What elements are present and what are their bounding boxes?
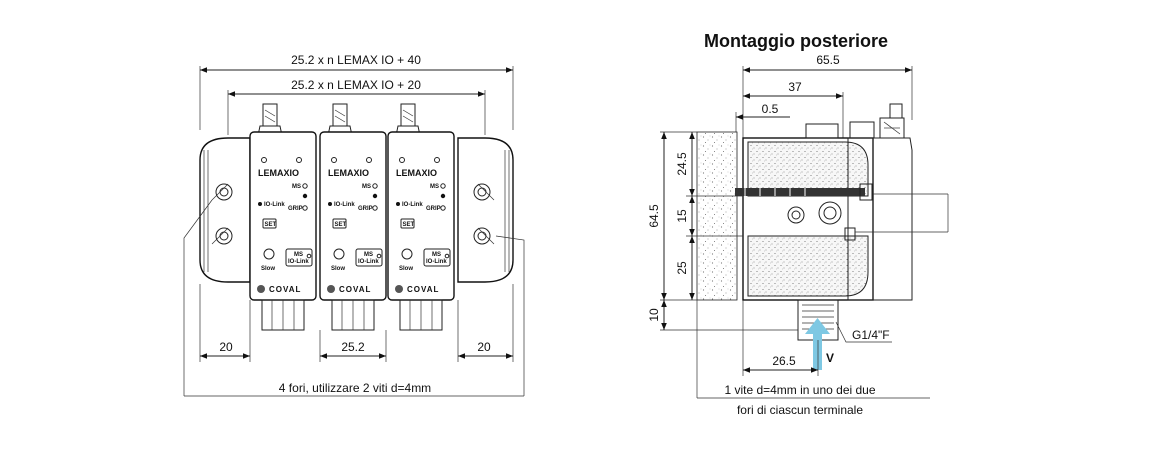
svg-text:GRIP: GRIP: [288, 206, 303, 212]
svg-text:SET: SET: [335, 222, 347, 228]
module-2: LEMAXIO MS GRIP IO-Link SET Slow MS IO-L…: [319, 103, 387, 331]
flow-label: V: [826, 351, 834, 365]
svg-text:LEMAXIO: LEMAXIO: [328, 168, 369, 178]
dim-37: 37: [788, 80, 802, 94]
svg-text:SET: SET: [403, 222, 415, 228]
svg-text:MS: MS: [364, 252, 373, 258]
dim-top-outer: 25.2 x n LEMAX IO + 40: [291, 53, 421, 67]
svg-text:Slow: Slow: [261, 266, 275, 272]
end-block-right: [457, 137, 514, 283]
dim-pitch: 25.2: [341, 340, 365, 354]
svg-text:MS: MS: [362, 184, 371, 190]
thread-label: G1/4"F: [852, 328, 890, 342]
svg-text:IO-Link: IO-Link: [288, 259, 309, 265]
svg-text:MS: MS: [430, 184, 439, 190]
rear-note-line1: 1 vite d=4mm in uno dei due: [724, 383, 875, 397]
dim-left: 20: [219, 340, 233, 354]
dim-10: 10: [647, 308, 661, 322]
dim-width: 65.5: [816, 53, 840, 67]
rear-view: Montaggio posteriore 65.5 37 0.5: [647, 31, 949, 417]
svg-text:IO-Link: IO-Link: [402, 202, 423, 208]
flow-arrow-icon: [805, 318, 830, 370]
svg-text:IO-Link: IO-Link: [426, 259, 447, 265]
dim-0-5: 0.5: [762, 102, 779, 116]
svg-text:GRIP: GRIP: [358, 206, 373, 212]
module-3: LEMAXIO MS GRIP IO-Link SET Slow MS IO-L…: [387, 103, 455, 331]
svg-text:LEMAXIO: LEMAXIO: [396, 168, 437, 178]
module-brand: LEMAXIO: [258, 168, 299, 178]
dim-top-inner: 25.2 x n LEMAX IO + 20: [291, 78, 421, 92]
dim-right: 20: [477, 340, 491, 354]
rear-view-title: Montaggio posteriore: [704, 31, 888, 51]
svg-text:MS: MS: [292, 184, 301, 190]
svg-text:IO-Link: IO-Link: [334, 202, 355, 208]
dim-24-5: 24.5: [675, 152, 689, 176]
svg-text:COVAL: COVAL: [269, 285, 301, 294]
svg-text:SET: SET: [265, 222, 277, 228]
svg-text:IO-Link: IO-Link: [264, 202, 285, 208]
dim-15: 15: [675, 209, 689, 223]
end-block-left: [199, 137, 251, 283]
svg-text:COVAL: COVAL: [339, 285, 371, 294]
front-note: 4 fori, utilizzare 2 viti d=4mm: [279, 381, 431, 395]
svg-text:MS: MS: [294, 252, 303, 258]
rear-body: [735, 103, 913, 341]
svg-text:Slow: Slow: [331, 266, 345, 272]
rear-note-line2: fori di ciascun terminale: [737, 403, 863, 417]
svg-text:Slow: Slow: [399, 266, 413, 272]
svg-text:IO-Link: IO-Link: [358, 259, 379, 265]
dim-26-5: 26.5: [772, 354, 796, 368]
svg-text:MS: MS: [432, 252, 441, 258]
dim-25: 25: [675, 261, 689, 275]
module-1: LEMAXIO MS GRIP IO-Link SET Slow MS IO-L…: [249, 103, 317, 331]
mounting-wall: [696, 131, 738, 301]
front-view: 25.2 x n LEMAX IO + 40 25.2 x n LEMAX IO…: [183, 53, 525, 397]
svg-text:GRIP: GRIP: [426, 206, 441, 212]
svg-text:COVAL: COVAL: [407, 285, 439, 294]
dim-height: 64.5: [647, 204, 661, 228]
